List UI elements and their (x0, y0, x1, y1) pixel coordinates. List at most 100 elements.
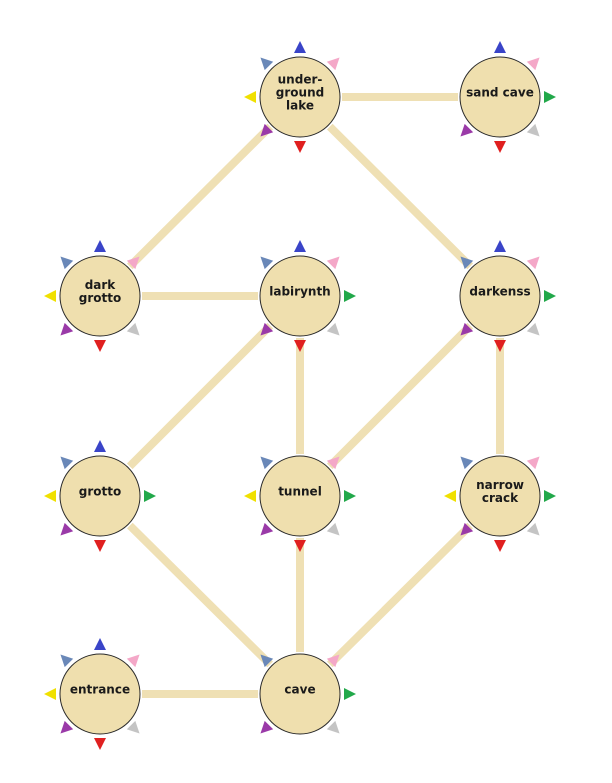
exit-south-arrow-icon[interactable] (494, 141, 506, 153)
exit-south-arrow-icon[interactable] (294, 540, 306, 552)
exit-northeast-arrow-icon[interactable] (326, 650, 344, 668)
room-label: under- (278, 73, 323, 87)
passage-labirynth-to-grotto (126, 322, 274, 470)
exit-east-arrow-icon[interactable] (344, 290, 356, 302)
exit-south-arrow-icon[interactable] (494, 340, 506, 352)
room-labirynth[interactable]: labirynth (256, 240, 356, 352)
exit-southwest-arrow-icon[interactable] (456, 522, 474, 540)
exit-north-arrow-icon[interactable] (294, 41, 306, 53)
exit-south-arrow-icon[interactable] (94, 340, 106, 352)
exit-south-arrow-icon[interactable] (294, 340, 306, 352)
exit-northwest-arrow-icon[interactable] (256, 452, 274, 470)
exit-northeast-arrow-icon[interactable] (126, 252, 144, 270)
exit-southwest-arrow-icon[interactable] (456, 123, 474, 141)
exit-south-arrow-icon[interactable] (94, 540, 106, 552)
exit-west-arrow-icon[interactable] (44, 688, 56, 700)
room-label: entrance (70, 683, 130, 697)
room-tunnel[interactable]: tunnel (244, 452, 356, 552)
exit-north-arrow-icon[interactable] (94, 440, 106, 452)
room-circle[interactable] (459, 255, 541, 337)
exit-southwest-arrow-icon[interactable] (256, 522, 274, 540)
exit-north-arrow-icon[interactable] (94, 240, 106, 252)
exit-northeast-arrow-icon[interactable] (526, 53, 544, 71)
exit-northwest-arrow-icon[interactable] (56, 452, 74, 470)
exit-south-arrow-icon[interactable] (294, 141, 306, 153)
room-circle[interactable] (259, 455, 341, 537)
exit-northeast-arrow-icon[interactable] (526, 452, 544, 470)
room-circle[interactable] (59, 255, 141, 337)
exit-west-arrow-icon[interactable] (244, 490, 256, 502)
exit-west-arrow-icon[interactable] (444, 490, 456, 502)
exit-southwest-arrow-icon[interactable] (56, 522, 74, 540)
exit-north-arrow-icon[interactable] (494, 41, 506, 53)
exit-east-arrow-icon[interactable] (544, 490, 556, 502)
exit-northwest-arrow-icon[interactable] (56, 650, 74, 668)
exit-southwest-arrow-icon[interactable] (56, 322, 74, 340)
room-label: dark (85, 278, 117, 292)
exit-northwest-arrow-icon[interactable] (256, 252, 274, 270)
exit-southeast-arrow-icon[interactable] (326, 720, 344, 738)
exit-southwest-arrow-icon[interactable] (56, 720, 74, 738)
exit-southeast-arrow-icon[interactable] (526, 123, 544, 141)
exit-northeast-arrow-icon[interactable] (126, 650, 144, 668)
room-cave[interactable]: cave (256, 650, 356, 738)
exit-southwest-arrow-icon[interactable] (256, 322, 274, 340)
passage-grotto-to-cave (127, 522, 273, 668)
exit-southeast-arrow-icon[interactable] (526, 322, 544, 340)
exit-northwest-arrow-icon[interactable] (456, 252, 474, 270)
exit-northeast-arrow-icon[interactable] (326, 252, 344, 270)
exit-northwest-arrow-icon[interactable] (256, 53, 274, 71)
room-label: ground (276, 86, 324, 100)
exit-northwest-arrow-icon[interactable] (56, 252, 74, 270)
room-circle[interactable] (59, 455, 141, 537)
room-circle[interactable] (259, 653, 341, 735)
exit-north-arrow-icon[interactable] (494, 240, 506, 252)
exit-east-arrow-icon[interactable] (144, 490, 156, 502)
room-darkenss[interactable]: darkenss (456, 240, 556, 352)
room-label: narrow (476, 478, 524, 492)
room-label: tunnel (278, 485, 322, 499)
room-label: sand cave (466, 86, 534, 100)
room-circle[interactable] (459, 455, 541, 537)
room-sand-cave[interactable]: sand cave (456, 41, 556, 153)
room-circle[interactable] (259, 56, 341, 138)
exit-southeast-arrow-icon[interactable] (126, 322, 144, 340)
exit-west-arrow-icon[interactable] (44, 290, 56, 302)
exit-southeast-arrow-icon[interactable] (126, 720, 144, 738)
exit-southwest-arrow-icon[interactable] (256, 123, 274, 141)
exit-west-arrow-icon[interactable] (244, 91, 256, 103)
exit-east-arrow-icon[interactable] (344, 490, 356, 502)
room-label: grotto (79, 485, 121, 499)
room-label: crack (482, 491, 519, 505)
exit-southwest-arrow-icon[interactable] (256, 720, 274, 738)
exit-southeast-arrow-icon[interactable] (526, 522, 544, 540)
exit-northwest-arrow-icon[interactable] (256, 650, 274, 668)
room-entrance[interactable]: entrance (44, 638, 144, 750)
exit-northwest-arrow-icon[interactable] (456, 452, 474, 470)
room-circle[interactable] (259, 255, 341, 337)
exit-north-arrow-icon[interactable] (294, 240, 306, 252)
room-circle[interactable] (459, 56, 541, 138)
exit-west-arrow-icon[interactable] (44, 490, 56, 502)
room-circle[interactable] (59, 653, 141, 735)
exit-south-arrow-icon[interactable] (94, 738, 106, 750)
room-label: grotto (79, 291, 121, 305)
exit-east-arrow-icon[interactable] (544, 91, 556, 103)
exit-east-arrow-icon[interactable] (544, 290, 556, 302)
room-grotto[interactable]: grotto (44, 440, 156, 552)
exit-northeast-arrow-icon[interactable] (326, 452, 344, 470)
passage-underground-lake-to-dark-grotto (126, 123, 274, 270)
exit-northeast-arrow-icon[interactable] (326, 53, 344, 71)
exit-southeast-arrow-icon[interactable] (326, 522, 344, 540)
room-label: cave (284, 683, 315, 697)
exit-southwest-arrow-icon[interactable] (456, 322, 474, 340)
exit-north-arrow-icon[interactable] (94, 638, 106, 650)
room-label: darkenss (469, 285, 530, 299)
exit-northeast-arrow-icon[interactable] (526, 252, 544, 270)
exit-south-arrow-icon[interactable] (494, 540, 506, 552)
exit-east-arrow-icon[interactable] (344, 688, 356, 700)
exit-southeast-arrow-icon[interactable] (326, 322, 344, 340)
